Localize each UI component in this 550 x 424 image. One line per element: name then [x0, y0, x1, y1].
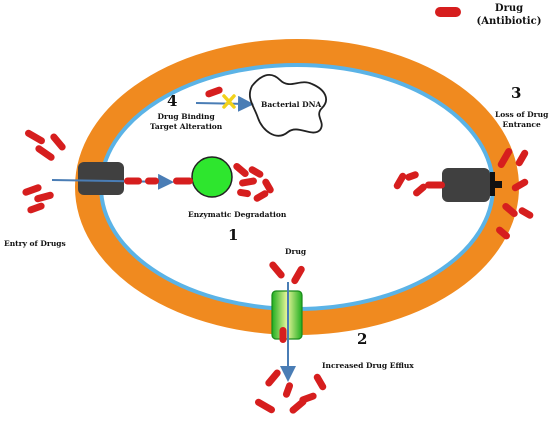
drug-molecule — [425, 181, 445, 189]
drug-molecule — [233, 162, 249, 178]
efflux-label: Increased Drug Efflux — [322, 361, 414, 370]
drug-molecule — [299, 392, 317, 404]
drug-molecule — [50, 133, 66, 151]
drug-molecule — [279, 327, 287, 343]
legend-title: Drug — [494, 3, 524, 14]
closed-channel — [442, 168, 490, 202]
number-1: 1 — [228, 226, 239, 244]
drug-molecule — [518, 207, 534, 219]
drug-molecule — [27, 202, 45, 214]
drug-molecule — [205, 86, 223, 98]
drug-label: Drug — [285, 247, 307, 256]
drug-molecule — [124, 177, 142, 185]
enzyme-circle — [191, 156, 233, 198]
drug-molecule — [237, 188, 251, 198]
drug-molecule — [515, 149, 529, 167]
drug-molecule — [313, 373, 327, 391]
drug-molecule — [34, 191, 54, 203]
loss-label: Loss of Drug Entrance — [495, 110, 548, 130]
block-mark-icon — [222, 94, 236, 109]
drug-molecule — [35, 145, 55, 161]
drug-molecule — [405, 171, 419, 181]
drug-molecule — [496, 226, 510, 240]
drug-molecule — [265, 369, 281, 387]
target-label-line2: Target Alteration — [150, 122, 223, 131]
number-3: 3 — [511, 84, 522, 102]
enzymatic-label: Enzymatic Degradation — [188, 210, 287, 219]
number-4: 4 — [167, 92, 178, 110]
drug-molecule — [502, 202, 518, 218]
channel-plug — [490, 172, 495, 196]
drug-molecule — [413, 183, 427, 197]
entry-channel — [78, 162, 124, 195]
dna-strand — [248, 73, 327, 137]
drug-molecule — [291, 265, 305, 285]
legend-subtitle: (Antibiotic) — [476, 16, 542, 27]
drug-molecule — [511, 178, 529, 192]
drug-molecule — [173, 177, 193, 185]
loss-label-line1: Loss of Drug — [495, 110, 549, 119]
target-label-line1: Drug Binding — [157, 112, 215, 121]
target-label: Drug Binding Target Alteration — [150, 112, 222, 132]
dna-label: Bacterial DNA — [261, 100, 322, 109]
number-2: 2 — [357, 330, 368, 348]
drug-molecule — [393, 172, 407, 190]
drug-molecule — [253, 190, 269, 202]
entry-label: Entry of Drugs — [4, 239, 66, 248]
drug-molecule — [145, 177, 159, 185]
drug-molecule — [22, 184, 42, 196]
drug-molecule — [282, 382, 294, 398]
drug-molecule — [248, 166, 264, 178]
drug-molecule — [262, 178, 274, 194]
legend-label: Drug (Antibiotic) — [474, 2, 544, 28]
target-arrow — [195, 95, 254, 112]
drug-molecule — [255, 398, 275, 414]
channel-plug-knob — [495, 181, 502, 188]
drug-molecule — [269, 261, 285, 279]
drug-molecule — [25, 129, 45, 145]
loss-label-line2: Entrance — [502, 120, 541, 129]
legend-drug-icon — [435, 7, 461, 17]
drug-molecule — [239, 177, 257, 187]
drug-molecules — [22, 86, 534, 414]
drug-molecule — [497, 148, 513, 168]
